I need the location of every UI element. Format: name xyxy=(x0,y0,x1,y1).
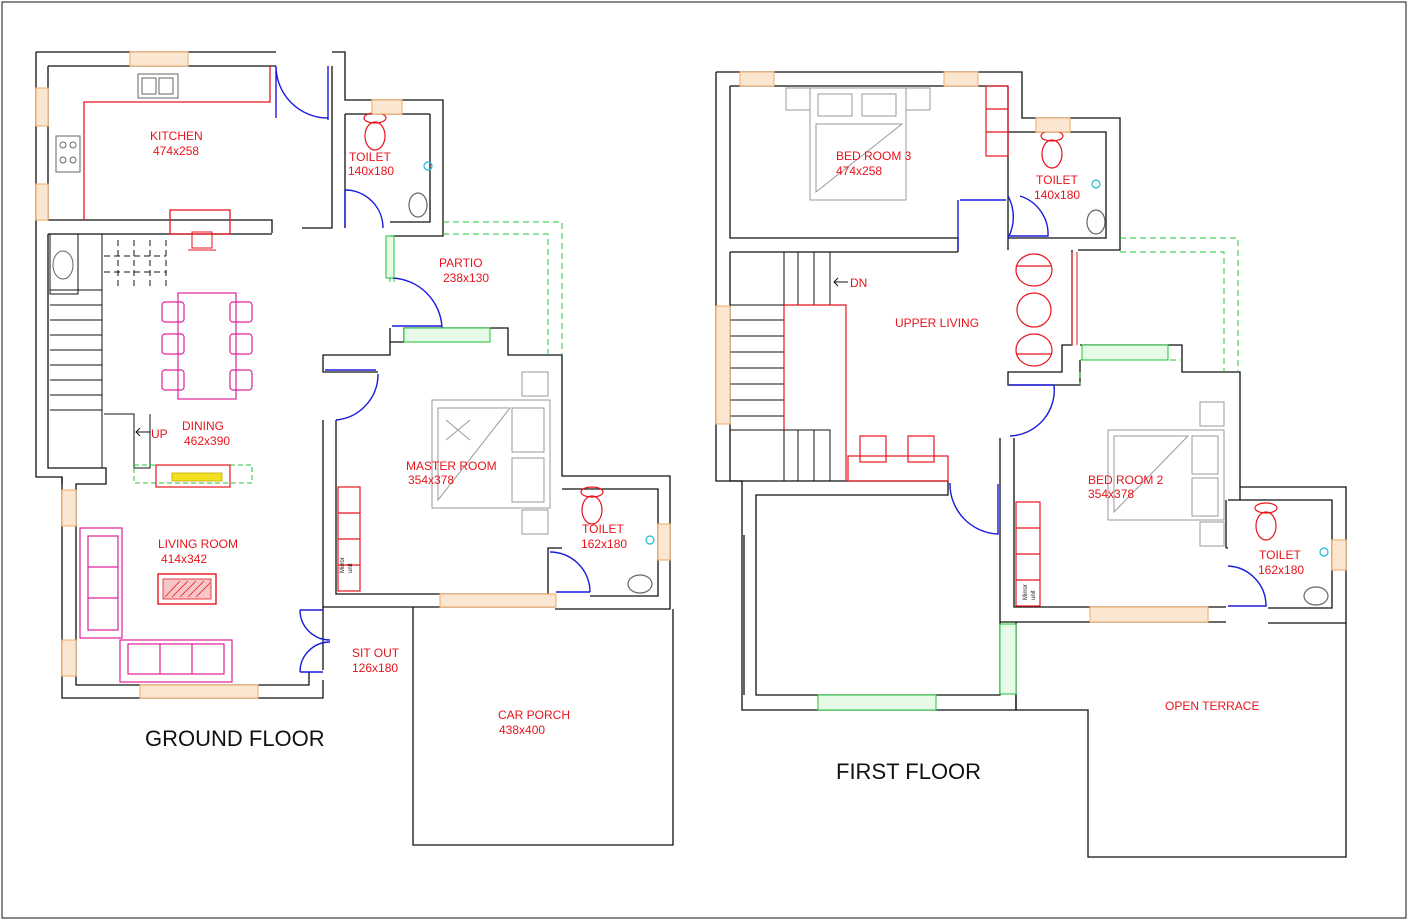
bed-room-3-bed xyxy=(785,87,931,201)
ground-floor-title: GROUND FLOOR xyxy=(145,726,325,751)
open-terrace-label: OPEN TERRACE xyxy=(1165,699,1259,713)
ground-toilet-2-label: TOILET xyxy=(582,522,624,536)
upper-living-label: UPPER LIVING xyxy=(895,316,979,330)
bed-room-3-wardrobe xyxy=(985,85,1009,157)
upper-living-chairs xyxy=(1015,253,1053,367)
partio-size: 238x130 xyxy=(443,271,489,285)
dn-arrow-icon xyxy=(833,277,848,287)
sit-out-size: 126x180 xyxy=(352,661,398,675)
ground-green-windows xyxy=(385,235,491,343)
sit-out-label: SIT OUT xyxy=(352,646,400,660)
mirror-label-1: Mirror xyxy=(340,557,346,573)
first-dashed-outline xyxy=(1079,237,1239,385)
first-floor-title: FIRST FLOOR xyxy=(836,759,981,784)
bed-room-2-size: 354x378 xyxy=(1088,487,1134,501)
ground-toilet-2-size: 162x180 xyxy=(581,537,627,551)
mirror-label-2: Mirror xyxy=(1023,584,1029,600)
kitchen-counter xyxy=(83,66,271,235)
ground-toilet-1-size: 140x180 xyxy=(348,164,394,178)
kitchen-sink xyxy=(137,73,179,99)
first-toilet-2-fixtures xyxy=(1254,502,1329,606)
first-toilet-1-label: TOILET xyxy=(1036,173,1078,187)
first-windows xyxy=(715,71,1347,623)
unit-label-1: unit xyxy=(348,563,354,573)
master-wardrobe xyxy=(337,486,361,592)
partio-label: PARTIO xyxy=(439,256,483,270)
first-toilet-1-fixtures xyxy=(1040,130,1106,235)
kitchen-size: 474x258 xyxy=(153,144,199,158)
living-rug xyxy=(157,573,217,605)
first-floor-plan: Mirror unit xyxy=(715,71,1347,858)
kitchen-stove xyxy=(55,135,81,173)
bed-room-2-label: BED ROOM 2 xyxy=(1088,473,1164,487)
living-room-label: LIVING ROOM xyxy=(158,537,238,551)
tv-unit xyxy=(133,464,253,488)
living-sofa-set xyxy=(79,527,233,683)
living-room-size: 414x342 xyxy=(161,552,207,566)
ground-floor-plan: Mirror unit xyxy=(35,51,674,846)
bed-room-2-bed xyxy=(1107,401,1225,547)
up-label: UP xyxy=(151,427,168,441)
dining-table-set xyxy=(161,292,253,400)
ground-stairs xyxy=(49,233,167,469)
master-room-size: 354x378 xyxy=(408,473,454,487)
bed-room-3-label: BED ROOM 3 xyxy=(836,149,912,163)
study-desk xyxy=(847,435,949,482)
first-doors xyxy=(949,195,1267,607)
master-room-label: MASTER ROOM xyxy=(406,459,497,473)
first-stairs-red xyxy=(783,304,847,481)
ground-windows xyxy=(35,51,671,699)
dining-label: DINING xyxy=(182,419,224,433)
kitchen-label: KITCHEN xyxy=(150,129,203,143)
ground-toilet-2-fixtures xyxy=(580,486,655,594)
bed-room-3-size: 474x258 xyxy=(836,164,882,178)
first-green-windows xyxy=(817,344,1169,711)
ground-doors xyxy=(275,65,591,673)
first-stairs xyxy=(730,252,831,481)
unit-label-2: unit xyxy=(1031,590,1037,600)
master-bed xyxy=(431,371,551,535)
car-porch-label: CAR PORCH xyxy=(498,708,570,722)
kitchen-stool xyxy=(188,231,216,251)
divider-red xyxy=(1071,252,1078,345)
dining-size: 462x390 xyxy=(184,434,230,448)
ground-toilet-1-label: TOILET xyxy=(349,150,391,164)
car-porch-size: 438x400 xyxy=(499,723,545,737)
dn-label: DN xyxy=(850,276,867,290)
bed-room-2-wardrobe xyxy=(1015,501,1041,607)
first-toilet-2-size: 162x180 xyxy=(1258,563,1304,577)
up-arrow-icon xyxy=(135,427,150,437)
first-toilet-1-size: 140x180 xyxy=(1034,188,1080,202)
first-toilet-2-label: TOILET xyxy=(1259,548,1301,562)
